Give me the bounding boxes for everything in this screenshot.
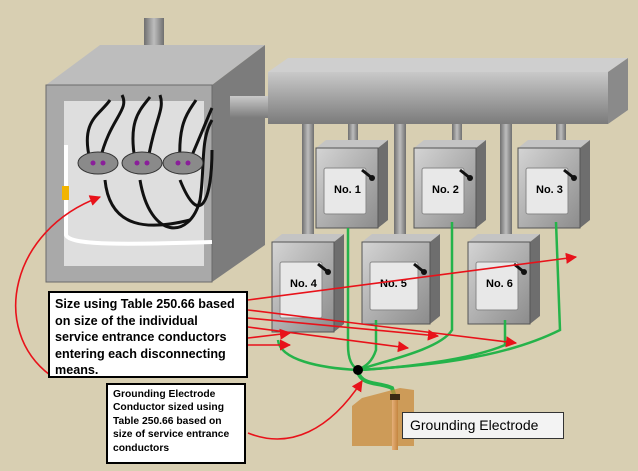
neutral-lug: [62, 186, 69, 200]
disconnect-label: No. 2: [432, 184, 459, 196]
gec-rule-text: Grounding Electrode Conductor sized usin…: [113, 389, 230, 454]
service-conductors: [85, 94, 214, 230]
arrow-to-no6: [247, 309, 518, 348]
arrow-to-no4: [247, 328, 292, 340]
disconnect-box-3: No. 3: [517, 140, 590, 229]
gec-rule-callout: Grounding Electrode Conductor sized usin…: [106, 383, 246, 464]
neutral-wire: [64, 145, 213, 246]
current-transformers: [77, 151, 204, 175]
wireway-nipple: [230, 96, 270, 118]
disconnect-label: No. 5: [380, 278, 407, 290]
gec-wire: [356, 371, 398, 401]
disconnect-label: No. 3: [536, 184, 563, 196]
leader-arrows: [15, 195, 578, 440]
arrow-to-no5b: [247, 326, 410, 353]
grounding-conductors: [276, 221, 562, 372]
arrow-to-neutral: [15, 195, 102, 376]
conduits: [302, 124, 566, 254]
disconnect-boxes: No. 1 No. 2 No. 3 No. 4 No. 5 No. 6: [271, 140, 590, 333]
arrow-to-no5: [247, 317, 440, 341]
disconnect-label: No. 1: [334, 184, 361, 196]
disconnect-label: No. 6: [486, 278, 513, 290]
disconnect-box-2: No. 2: [413, 140, 486, 229]
grounding-electrode: [352, 388, 414, 450]
disconnect-label: No. 4: [290, 278, 318, 290]
arrow-to-gec: [247, 380, 363, 440]
arrow-to-no3: [247, 252, 578, 301]
sizing-rule-text: Size using Table 250.66 based on size of…: [55, 297, 235, 377]
ground-bus-junction: [353, 365, 363, 375]
disconnect-box-6: No. 6: [467, 234, 540, 325]
wireway-gutter: [268, 58, 628, 124]
disconnect-box-5: No. 5: [361, 234, 440, 325]
disconnect-box-1: No. 1: [315, 140, 388, 229]
sizing-rule-callout: Size using Table 250.66 based on size of…: [48, 291, 248, 378]
service-enclosure: [45, 45, 265, 283]
electrode-label: Grounding Electrode: [402, 412, 564, 439]
